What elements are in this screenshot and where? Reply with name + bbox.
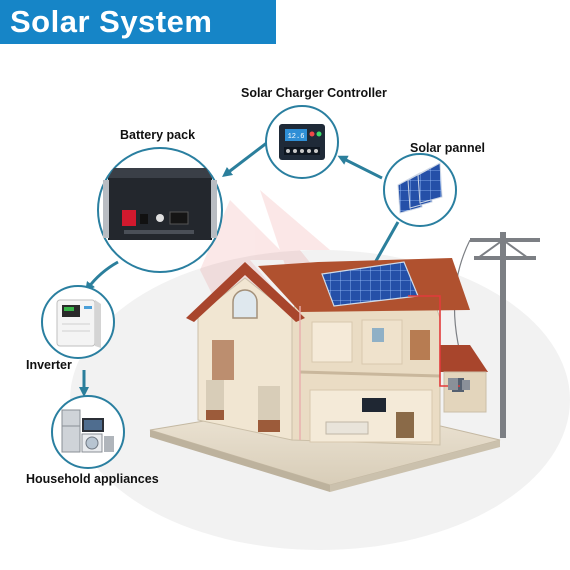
flow-arrows (79, 140, 400, 397)
home-appliances-icon (61, 409, 114, 453)
arrow-controller-to-battery (222, 140, 269, 178)
label-solar-pannel: Solar pannel (410, 141, 486, 155)
controller-node: 12.6 (265, 105, 339, 179)
page-title: Solar System (0, 0, 276, 44)
label-battery-pack: Battery pack (120, 128, 196, 142)
house-wiring (408, 295, 460, 387)
battery-rack-icon (103, 168, 217, 240)
inverter-icon (56, 299, 101, 348)
solar-panel-icon (397, 162, 443, 214)
label-household-appliances: Household appliances (26, 472, 159, 486)
controller-reading: 12.6 (288, 133, 305, 141)
label-solar-charger-controller: Solar Charger Controller (241, 86, 387, 100)
appliances-node (51, 395, 125, 469)
solar-charge-controller-icon: 12.6 (279, 124, 325, 160)
panel-node (383, 153, 457, 227)
left-roof (186, 262, 305, 322)
label-inverter: Inverter (26, 358, 72, 372)
house-illustration (149, 258, 501, 492)
arrow-panel-to-controller (337, 155, 383, 180)
battery-node (97, 147, 223, 273)
inverter-node (41, 285, 115, 359)
arrow-battery-to-inverter (84, 260, 119, 292)
